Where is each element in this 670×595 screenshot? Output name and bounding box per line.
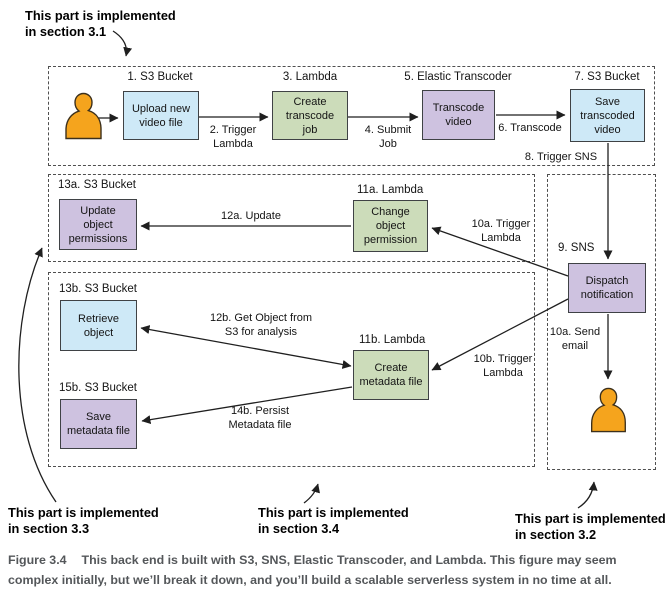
callout-section-3-2: This part is implemented in section 3.2 <box>515 511 666 542</box>
edge-10a-send-email-label: 10a. Send email <box>549 326 601 352</box>
create-transcode-job-box: Create transcode job <box>272 91 348 140</box>
step-11a-lambda-label: 11a. Lambda <box>357 184 424 196</box>
figure-caption-text: This back end is built with S3, SNS, Ela… <box>8 553 617 587</box>
callout-section-3-4: This part is implemented in section 3.4 <box>258 505 409 536</box>
step-3-lambda-label: 3. Lambda <box>282 71 338 83</box>
section-3-3-boundary <box>48 174 535 262</box>
step-1-s3-bucket-label: 1. S3 Bucket <box>127 71 193 83</box>
create-metadata-file-box: Create metadata file <box>353 350 429 400</box>
retrieve-object-box: Retrieve object <box>60 300 137 351</box>
user-icon <box>591 387 626 433</box>
step-7-s3-bucket-label: 7. S3 Bucket <box>574 71 640 83</box>
save-metadata-file-box: Save metadata file <box>60 399 137 449</box>
edge-6-transcode-label: 6. Transcode <box>498 122 562 134</box>
dispatch-notification-box: Dispatch notification <box>568 263 646 313</box>
update-object-permissions-box: Update object permissions <box>59 199 137 250</box>
callout-arrow-section-3-4 <box>303 483 320 504</box>
step-15b-s3-bucket-label: 15b. S3 Bucket <box>59 382 137 394</box>
edge-14b-persist-metadata-label: 14b. Persist Metadata file <box>228 405 292 431</box>
callout-section-3-3: This part is implemented in section 3.3 <box>8 505 159 536</box>
user-icon <box>65 92 102 140</box>
edge-2-trigger-lambda-label: 2. Trigger Lambda <box>209 124 257 150</box>
edge-8-trigger-sns-label: 8. Trigger SNS <box>524 151 598 163</box>
transcode-video-box: Transcode video <box>422 90 495 140</box>
save-transcoded-video-box: Save transcoded video <box>570 89 645 142</box>
step-13b-s3-bucket-label: 13b. S3 Bucket <box>59 283 137 295</box>
edge-4-submit-job-label: 4. Submit Job <box>364 124 412 150</box>
edge-12b-get-object-label: 12b. Get Object from S3 for analysis <box>209 312 313 338</box>
callout-section-3-1: This part is implemented in section 3.1 <box>25 8 176 39</box>
edge-10a-trigger-lambda-label: 10a. Trigger Lambda <box>471 218 531 244</box>
section-3-1-boundary <box>48 66 655 166</box>
edge-12a-update-label: 12a. Update <box>221 210 281 222</box>
figure-caption-number: Figure 3.4 <box>8 553 67 567</box>
change-object-permission-box: Change object permission <box>353 200 428 252</box>
step-13a-s3-bucket-label: 13a. S3 Bucket <box>58 179 136 191</box>
callout-arrow-section-3-2 <box>577 481 598 509</box>
edge-10b-trigger-lambda-label: 10b. Trigger Lambda <box>473 353 533 379</box>
step-11b-lambda-label: 11b. Lambda <box>359 334 426 346</box>
upload-new-video-file-box: Upload new video file <box>123 91 199 140</box>
step-9-sns-label: 9. SNS <box>558 242 595 254</box>
step-5-elastic-transcoder-label: 5. Elastic Transcoder <box>404 71 512 83</box>
